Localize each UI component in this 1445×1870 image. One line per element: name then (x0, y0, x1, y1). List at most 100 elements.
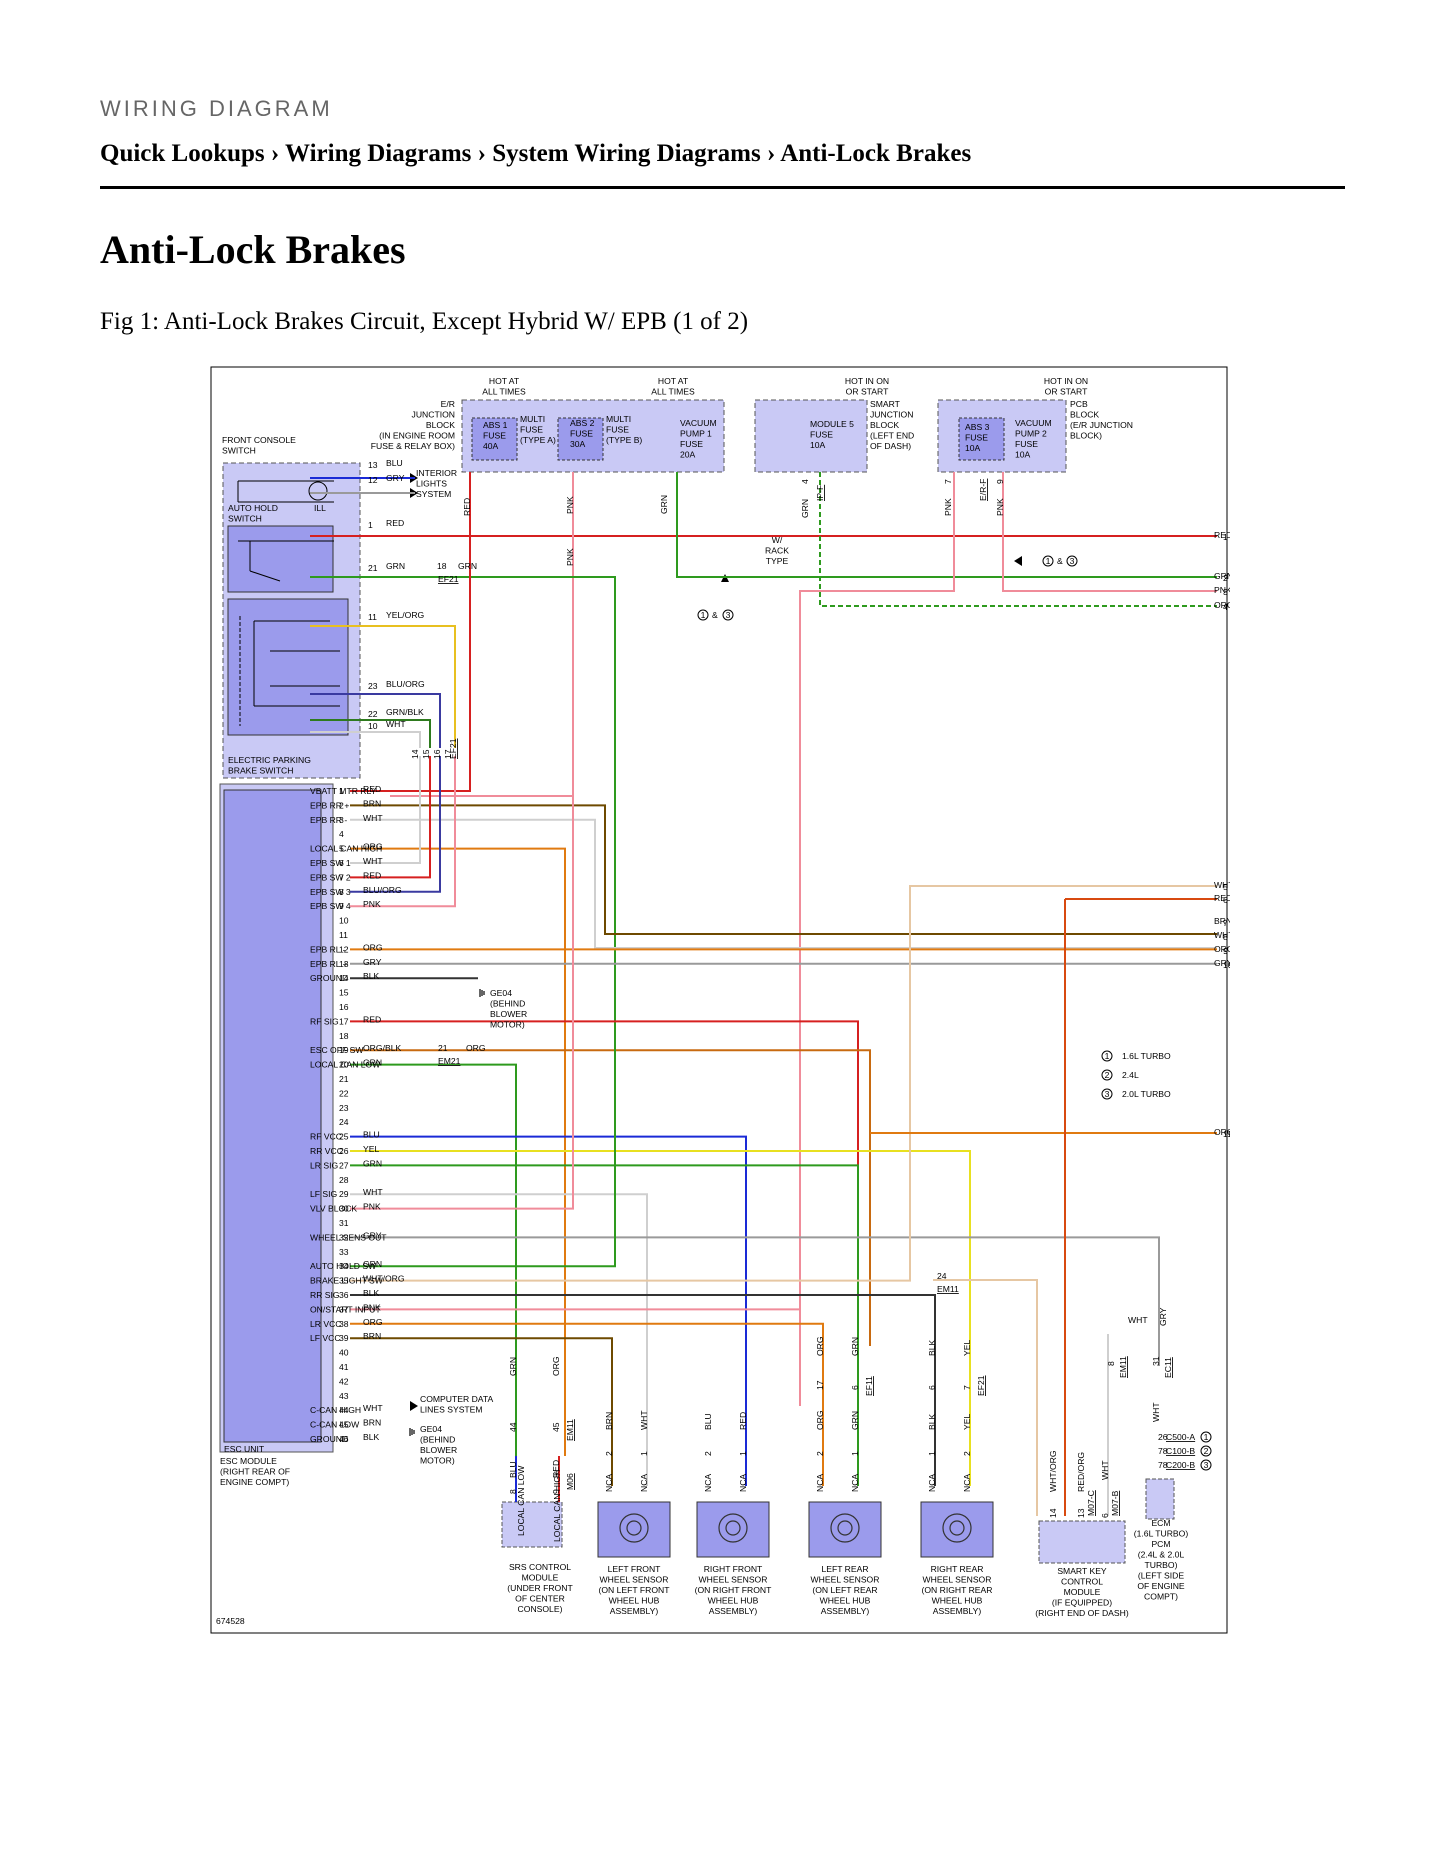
sensor-conn-name: EF21 (976, 1375, 986, 1396)
sensor-label-lf: LEFT FRONT (608, 1564, 662, 1574)
sensor-label-lf: (ON LEFT FRONT (599, 1585, 671, 1595)
fuse-label-mf_a: MULTI (520, 414, 545, 424)
fuse-label-abs1: ABS 1 (483, 420, 508, 430)
rack-type-label: RACK (765, 546, 789, 556)
wire-bluorg-23 (310, 693, 441, 748)
fuse-label-mf_b: MULTI (606, 414, 631, 424)
sensor-nca: NCA (738, 1474, 748, 1492)
esc-pin-number: 43 (339, 1391, 349, 1401)
wire-wht-10 (310, 731, 421, 748)
vtag-pnk4: PNK (995, 498, 1005, 516)
variant-marker (1200, 1459, 1212, 1471)
sensor-label-rf: RIGHT FRONT (704, 1564, 763, 1574)
ground-label: MOTOR) (490, 1020, 525, 1030)
sensor-conn-wire: GRN (850, 1337, 860, 1356)
srs-em11-pin: 44 (508, 1422, 518, 1432)
esc-pin-label: ON/START INPUT (310, 1304, 381, 1314)
smart-key-conn: M07-C (1086, 1490, 1096, 1516)
pcb-block-label: (E/R JUNCTION (1070, 420, 1133, 430)
esc-pin-number: 25 (339, 1132, 349, 1142)
esc-pin-wire: PNK (363, 1302, 381, 1312)
header-rule (100, 186, 1345, 189)
esc-pin-number: 7 (339, 872, 344, 882)
smart-junction-label: OF DASH) (870, 441, 911, 451)
wire-esc-9 (350, 756, 456, 908)
esc-pin-wire: BLK (363, 1288, 380, 1298)
sensor-label-rr: RIGHT REAR (931, 1564, 984, 1574)
wire-grn-ipf (819, 472, 1217, 607)
esc-pin-label: LF SIG (310, 1189, 338, 1199)
sensor-label-rr: WHEEL SENSOR (923, 1575, 992, 1585)
er-junction-label: FUSE & RELAY BOX) (371, 441, 455, 451)
vtag-pnk2: PNK (565, 548, 575, 566)
sensor-conn-pin: 6 (850, 1385, 860, 1390)
fuse-label-mod5: MODULE 5 (810, 419, 854, 429)
variant-number: 1 (1046, 556, 1051, 566)
esc-pin-number: 26 (339, 1146, 349, 1156)
ground-label: BLOWER (490, 1009, 527, 1019)
smart-key-pin: 6 (1100, 1513, 1110, 1518)
esc-pin-number: 29 (339, 1189, 349, 1199)
fuse-label-abs3: ABS 3 (965, 422, 990, 432)
wire-esc-27 (350, 1164, 859, 1486)
interior-lights-label: SYSTEM (416, 489, 451, 499)
fuse-label-abs1: 40A (483, 441, 499, 451)
top-power-label: HOT AT (489, 376, 520, 386)
fuse-label-abs2: FUSE (570, 429, 593, 439)
switch-pin-number: 23 (368, 681, 378, 691)
switch-pin-wire: RED (386, 518, 404, 528)
switch-pin-wire: GRN (386, 561, 405, 571)
wire-esc-3 (350, 818, 1217, 949)
breadcrumb-quick-lookups[interactable]: Quick Lookups (100, 140, 265, 167)
sensor-pin: 1 (850, 1451, 860, 1456)
right-wire-label: PNK (1214, 585, 1230, 595)
ef21-pin-number: 16 (432, 749, 442, 759)
sensor-wire: BRN (604, 1412, 614, 1430)
sensor-wire: BLU (703, 1413, 713, 1430)
vtag-red: RED (462, 498, 472, 516)
srs-connector: M06 (565, 1473, 575, 1490)
right-wire-number: 9 (1223, 946, 1228, 956)
em11-pin: 24 (937, 1271, 947, 1281)
variant-marker (697, 609, 709, 621)
esc-pin-label: LOCAL CAN HIGH (310, 844, 382, 854)
breadcrumb-separator: › (471, 140, 493, 167)
esc-pin-number: 40 (339, 1348, 349, 1358)
wire-esc-5 (350, 847, 566, 1456)
sensor-wire: YEL (962, 1414, 972, 1430)
sensor-wire: WHT (639, 1410, 649, 1430)
fuse-label-mf_a: (TYPE A) (520, 435, 556, 445)
sensor-nca: NCA (703, 1474, 713, 1492)
switch-pin-number: 22 (368, 709, 378, 719)
ecm-label: (2.4L & 2.0L (1138, 1550, 1185, 1560)
fuse-label-abs2: ABS 2 (570, 418, 595, 428)
auto-hold-label: AUTO HOLD (228, 503, 278, 513)
wire-esc-25 (350, 1135, 747, 1486)
right-wire-number: 8 (1223, 932, 1228, 942)
fuse-label-mod5: 10A (810, 440, 826, 450)
esc-pin-label: LR SIG (310, 1160, 338, 1170)
esc-pin-number: 33 (339, 1247, 349, 1257)
smart-key-label: (IF EQUIPPED) (1052, 1598, 1112, 1608)
esc-pin-wire: ORG (363, 842, 383, 852)
ground-label-2: MOTOR) (420, 1456, 455, 1466)
epb-switch-label: ELECTRIC PARKING (228, 755, 311, 765)
smart-key-conn: M07-B (1110, 1490, 1120, 1516)
esc-pin-number: 36 (339, 1290, 349, 1300)
esc-pin-wire: ORG (363, 1317, 383, 1327)
section-kicker: WIRING DIAGRAM (100, 96, 333, 121)
esc-pin-number: 37 (339, 1304, 349, 1314)
esc-pin-wire: PNK (363, 1202, 381, 1212)
breadcrumb-wiring-diagrams[interactable]: Wiring Diagrams (285, 140, 472, 167)
computer-data-label: COMPUTER DATA (420, 1394, 493, 1404)
breadcrumb-system-wiring-diagrams[interactable]: System Wiring Diagrams (492, 140, 761, 167)
fuse-label-abs3: FUSE (965, 433, 988, 443)
esc-pin-wire: GRY (363, 957, 382, 967)
esc-pin-wire: GRN (363, 1259, 382, 1269)
right-wire-number: 3 (1223, 587, 1228, 597)
ef21-pin-number: 14 (410, 749, 420, 759)
srs-wire: ORG (551, 1356, 561, 1376)
top-power-label: OR START (1045, 387, 1088, 397)
smart-junction-label: BLOCK (870, 420, 899, 430)
